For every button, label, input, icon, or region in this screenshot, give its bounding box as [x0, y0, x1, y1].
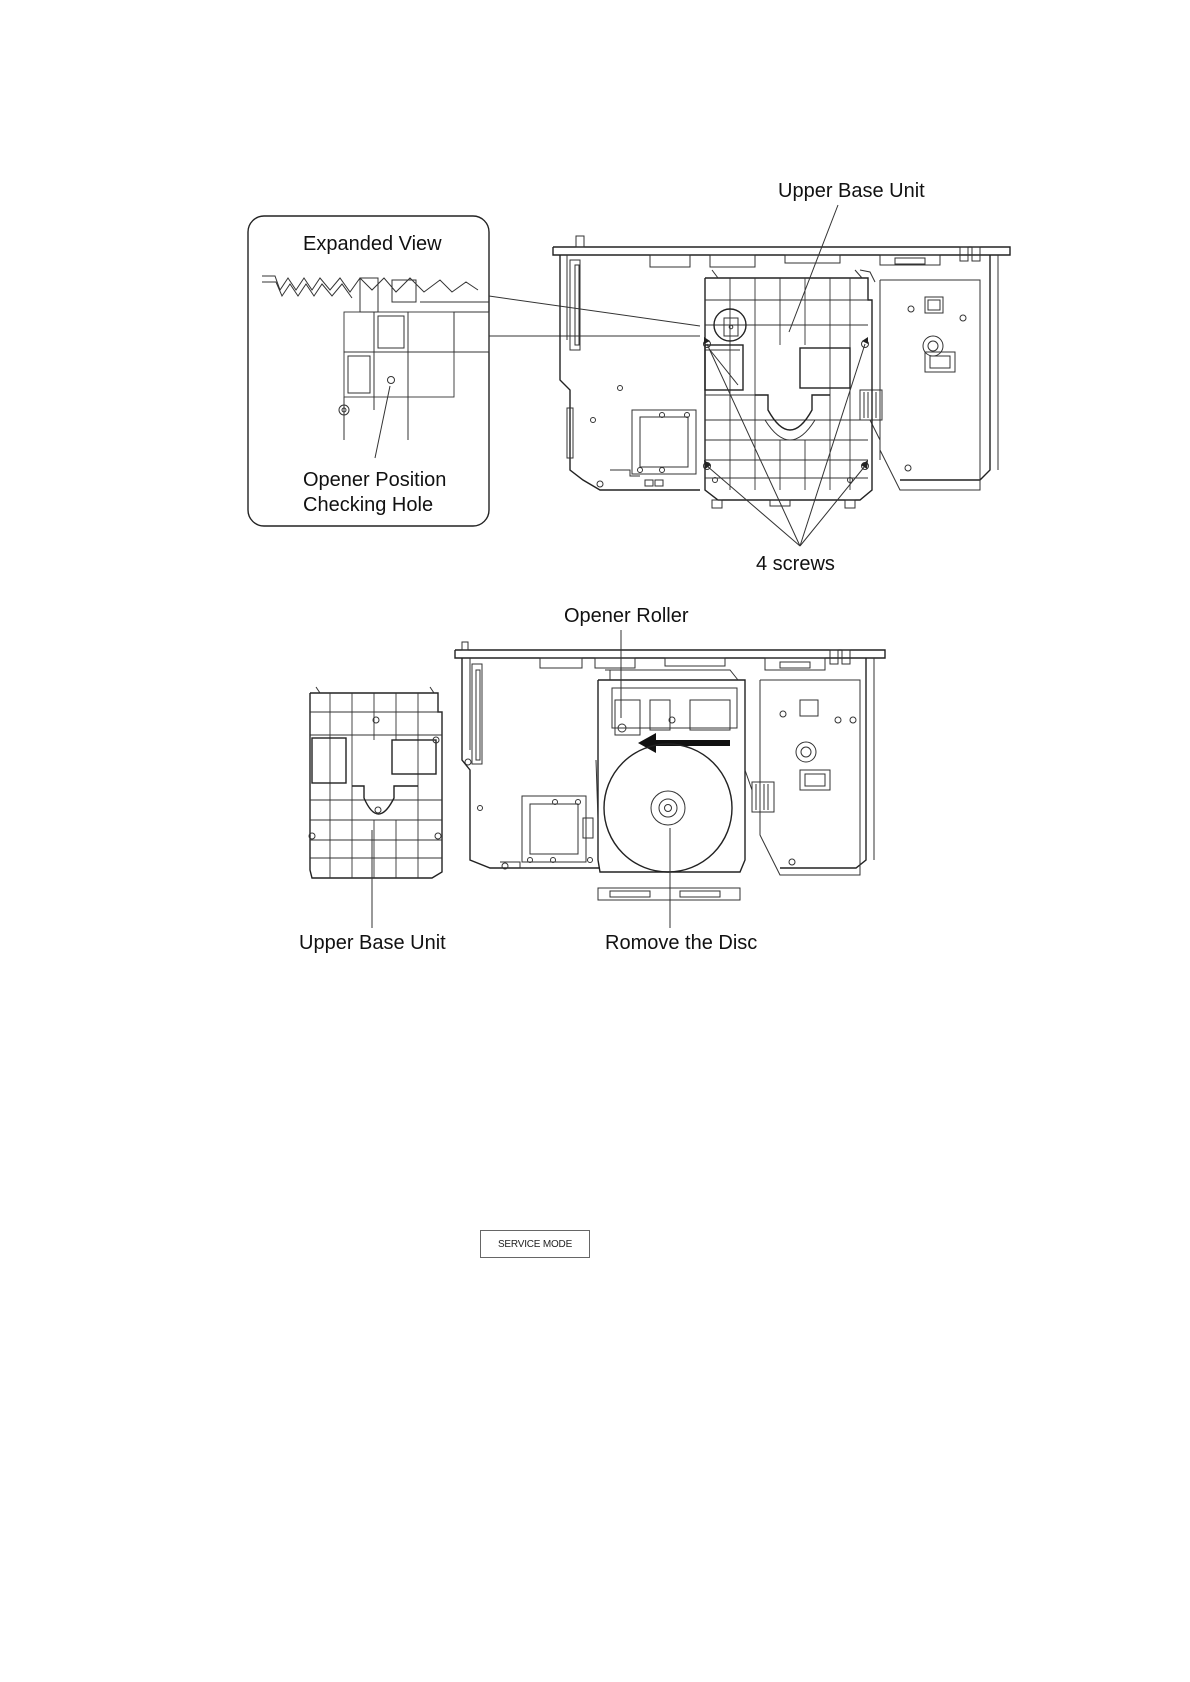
- opener-position-label-line2: Checking Hole: [303, 494, 433, 516]
- four-screws-label: 4 screws: [756, 553, 835, 575]
- remove-disc-label: Romove the Disc: [605, 932, 757, 954]
- upper-base-unit-top: [704, 205, 873, 508]
- upper-base-unit-removed: [309, 687, 442, 928]
- bottom-figure: Opener Roller Upper Base Unit Romove the…: [299, 605, 885, 954]
- expanded-view-label: Expanded View: [303, 233, 442, 255]
- chassis-top: [553, 236, 1010, 490]
- top-figure: Upper Base Unit Expanded View Opener Pos…: [248, 180, 1010, 575]
- service-mode-button-label: SERVICE MODE: [498, 1239, 572, 1250]
- upper-base-unit-top-label: Upper Base Unit: [778, 180, 925, 202]
- upper-base-unit-bottom-label: Upper Base Unit: [299, 932, 446, 954]
- opener-roller-label: Opener Roller: [564, 605, 689, 627]
- four-screws-leaders: [704, 337, 868, 546]
- disc-tray: [596, 630, 752, 928]
- service-mode-button[interactable]: SERVICE MODE: [480, 1230, 590, 1258]
- opener-position-label-line1: Opener Position: [303, 469, 446, 491]
